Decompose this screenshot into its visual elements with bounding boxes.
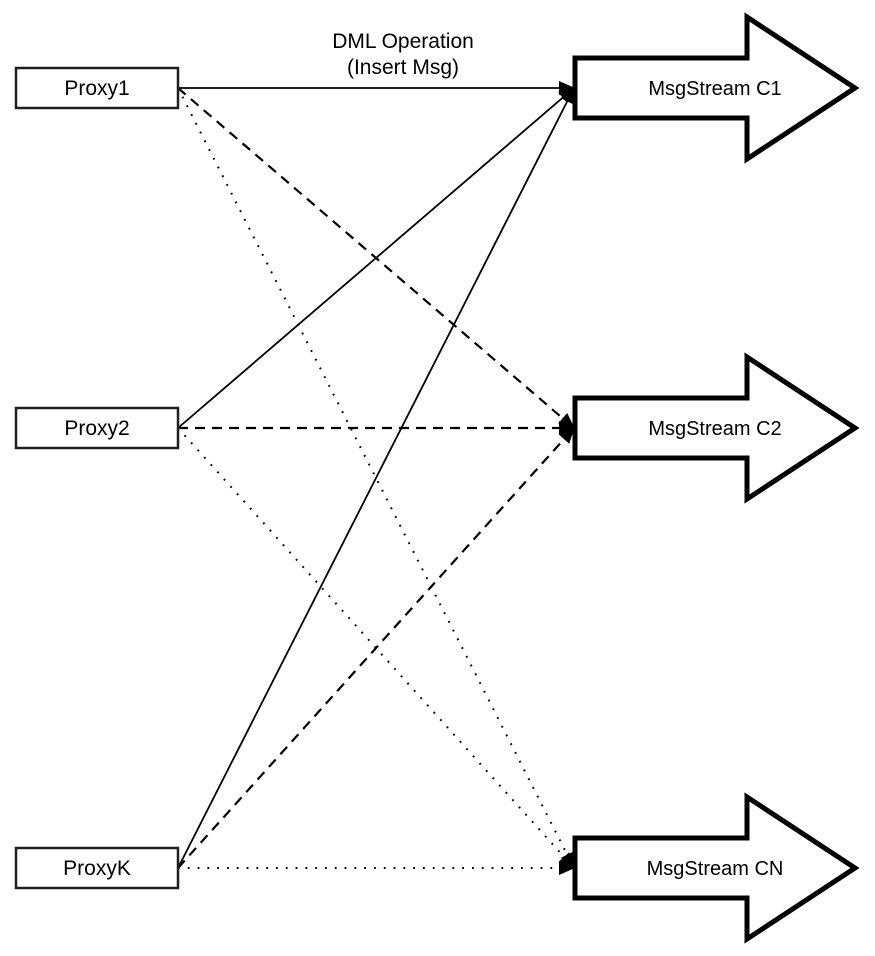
- stream-node-c2: MsgStream C2: [572, 352, 860, 504]
- proxyk-label: ProxyK: [63, 857, 131, 880]
- stream-node-cn: MsgStream CN: [572, 792, 860, 944]
- edge-proxy1-to-msgstream-c2: [177, 87, 575, 429]
- diagram-title-line1: DML Operation: [332, 30, 474, 53]
- proxy1-label: Proxy1: [64, 77, 129, 100]
- proxy-node-k: ProxyK: [14, 846, 180, 890]
- edge-layer: [177, 81, 575, 875]
- edge-proxy2-to-msgstream-cn: [177, 427, 575, 869]
- proxy1-box: [14, 66, 180, 110]
- proxyk-box: [14, 846, 180, 890]
- proxy2-box: [14, 406, 180, 450]
- msgstream-cn-arrow-icon: [572, 792, 860, 944]
- proxy2-label: Proxy2: [64, 417, 129, 440]
- msgstream-c1-arrow-icon: [572, 12, 860, 164]
- msgstream-c1-label: MsgStream C1: [648, 78, 781, 100]
- edge-proxyk-to-msgstream-c1: [177, 87, 575, 869]
- msgstream-c2-arrow-icon: [572, 352, 860, 504]
- msgstream-c2-label: MsgStream C2: [648, 418, 781, 440]
- proxy-node-1: Proxy1: [14, 66, 180, 110]
- edge-proxyk-to-msgstream-c2: [177, 427, 575, 869]
- proxy-node-2: Proxy2: [14, 406, 180, 450]
- diagram-title-line2: (Insert Msg): [347, 56, 459, 79]
- stream-node-c1: MsgStream C1: [572, 12, 860, 164]
- msgstream-cn-label: MsgStream CN: [647, 858, 784, 880]
